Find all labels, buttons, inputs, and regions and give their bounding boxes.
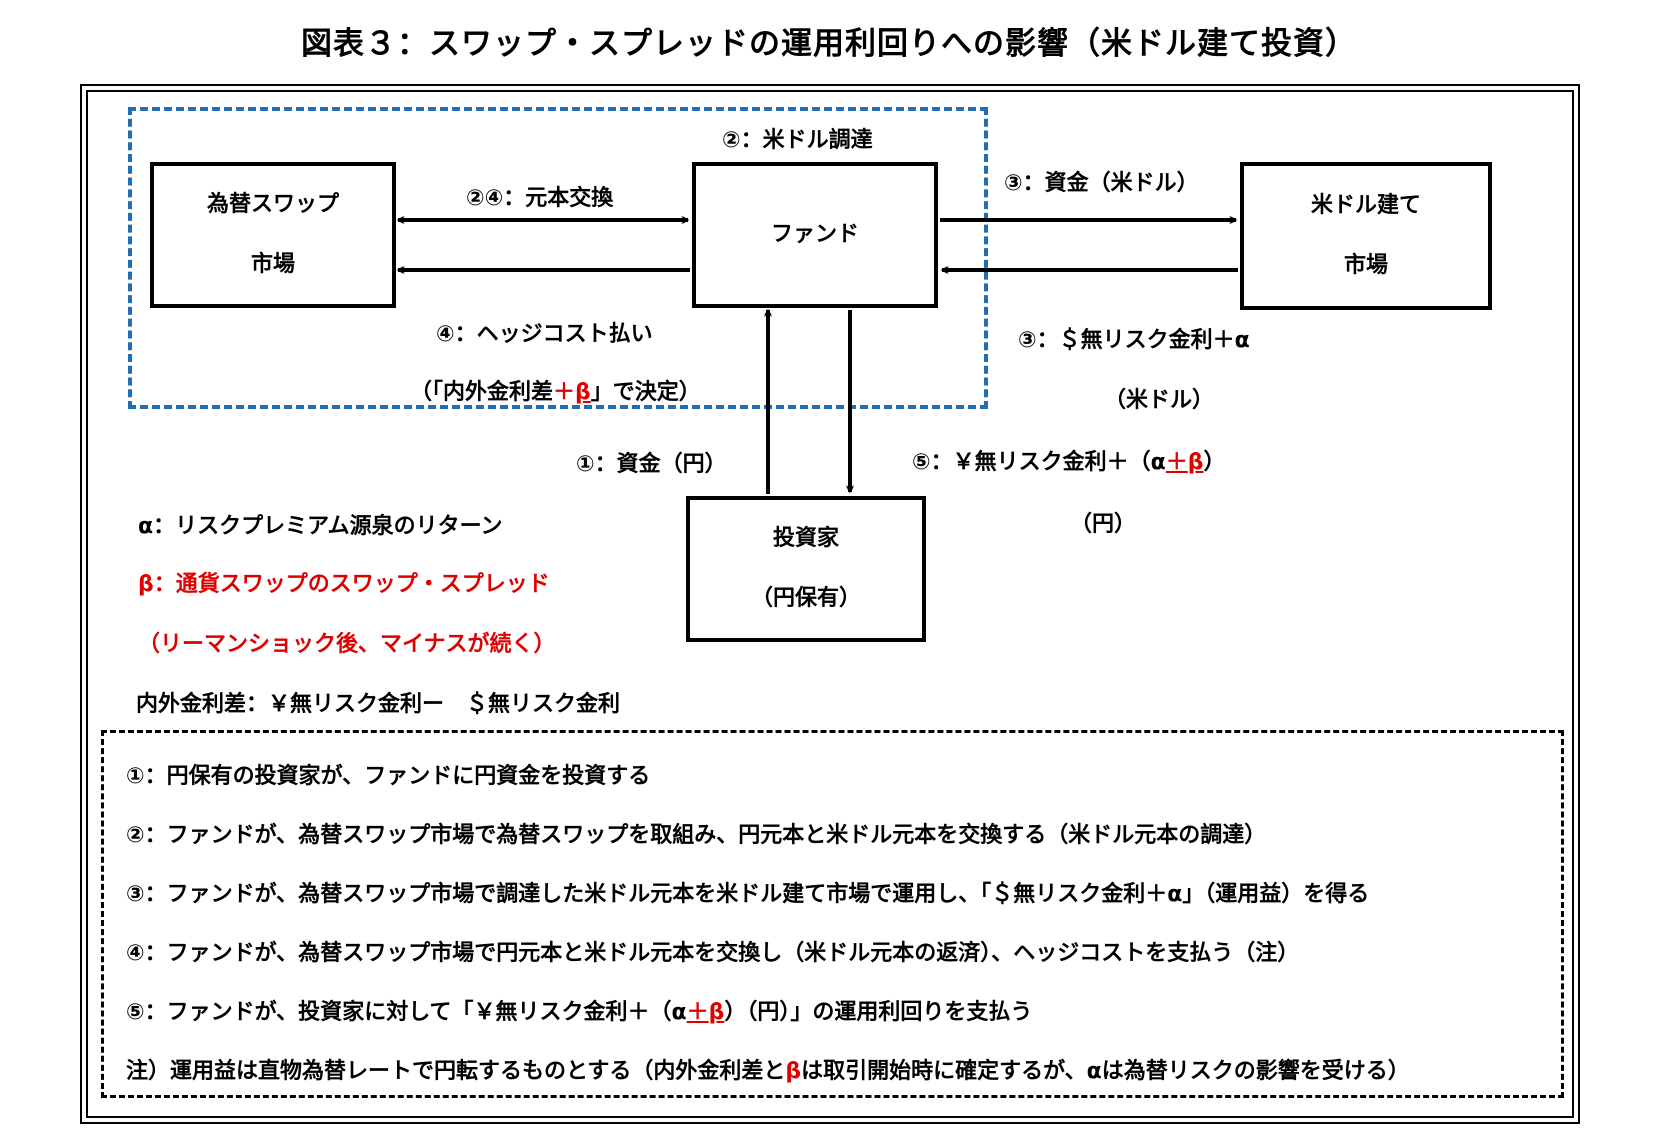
swap-market-line2: 市場 — [250, 252, 295, 277]
label-usd-return: ③：＄無リスク金利＋α — [1018, 328, 1250, 353]
outer-frame — [80, 84, 1580, 1124]
usd-market-line2: 市場 — [1343, 253, 1388, 278]
legend-alpha: α：リスクプレミアム源泉のリターン — [138, 514, 503, 539]
inner-frame — [86, 90, 1574, 1118]
fund-label: ファンド — [770, 222, 859, 247]
fund-box: ファンド — [692, 162, 938, 308]
swap-region-dashed-box — [128, 107, 988, 409]
explanation-step5-plus: ＋ — [686, 1000, 709, 1025]
label-rate-decided-pre: （「内外金利差 — [410, 380, 554, 405]
label-rate-decided-plus: ＋ — [553, 380, 576, 405]
explanation-note-pre: 注）運用益は直物為替レートで円転するものとする（内外金利差と — [126, 1059, 786, 1084]
usd-market-line1: 米ドル建て — [1310, 193, 1421, 218]
investor-box: 投資家 （円保有） — [686, 496, 926, 642]
usd-market-box: 米ドル建て 市場 — [1240, 162, 1492, 310]
swap-market-line1: 為替スワップ — [206, 192, 339, 217]
label-yen-return-unit: （円） — [1070, 512, 1137, 537]
label-funds-yen: ①：資金（円） — [576, 452, 727, 477]
figure-title: 図表３：スワップ・スプレッドの運用利回りへの影響（米ドル建て投資） — [301, 26, 1357, 62]
label-yen-return-plus: ＋ — [1165, 450, 1188, 475]
label-rate-decided-beta: β — [575, 380, 591, 405]
explanation-step3: ③：ファンドが、為替スワップ市場で調達した米ドル元本を米ドル建て市場で運用し、「… — [126, 882, 1370, 907]
explanation-step5-beta: β — [708, 1000, 725, 1025]
explanation-step1: ①：円保有の投資家が、ファンドに円資金を投資する — [126, 764, 651, 789]
explanation-step5-pre: ⑤：ファンドが、投資家に対して「￥無リスク金利＋（α — [126, 1000, 687, 1025]
label-yen-return: ⑤：￥無リスク金利＋（α＋β） — [912, 444, 1226, 476]
explanation-dashed-box — [101, 730, 1564, 1098]
explanation-step4: ④：ファンドが、為替スワップ市場で円元本と米ドル元本を交換し（米ドル元本の返済）… — [126, 941, 1300, 966]
investor-line1: 投資家 — [772, 526, 839, 551]
explanation-note-post: は取引開始時に確定するが、αは為替リスクの影響を受ける） — [801, 1059, 1410, 1084]
label-yen-return-post: ） — [1203, 450, 1226, 475]
legend-beta: β：通貨スワップのスワップ・スプレッド — [138, 572, 550, 597]
label-yen-return-beta: β — [1187, 450, 1204, 475]
label-rate-decided-post: 」で決定） — [590, 380, 701, 405]
label-principal-exchange: ②④：元本交換 — [466, 186, 614, 211]
legend-beta-note: （リーマンショック後、マイナスが続く） — [138, 632, 556, 657]
legend-rate-diff: 内外金利差：￥無リスク金利ー ＄無リスク金利 — [136, 692, 621, 717]
label-usd-funding: ②：米ドル調達 — [722, 128, 873, 153]
label-usd-return-unit: （米ドル） — [1104, 388, 1215, 413]
label-rate-decided: （「内外金利差＋β」で決定） — [410, 374, 701, 406]
explanation-step5-post: ）（円）」の運用利回りを支払う — [724, 1000, 1033, 1025]
explanation-step2: ②：ファンドが、為替スワップ市場で為替スワップを取組み、円元本と米ドル元本を交換… — [126, 823, 1267, 848]
explanation-step5: ⑤：ファンドが、投資家に対して「￥無リスク金利＋（α＋β）（円）」の運用利回りを… — [126, 994, 1032, 1026]
explanation-note-beta: β — [785, 1059, 802, 1084]
label-hedge-cost: ④：ヘッジコスト払い — [436, 322, 653, 347]
investor-line2: （円保有） — [750, 586, 861, 611]
label-funds-usd: ③：資金（米ドル） — [1004, 171, 1199, 196]
label-yen-return-pre: ⑤：￥無リスク金利＋（α — [912, 450, 1166, 475]
swap-market-box: 為替スワップ 市場 — [150, 162, 396, 308]
explanation-note: 注）運用益は直物為替レートで円転するものとする（内外金利差とβは取引開始時に確定… — [126, 1053, 1410, 1085]
